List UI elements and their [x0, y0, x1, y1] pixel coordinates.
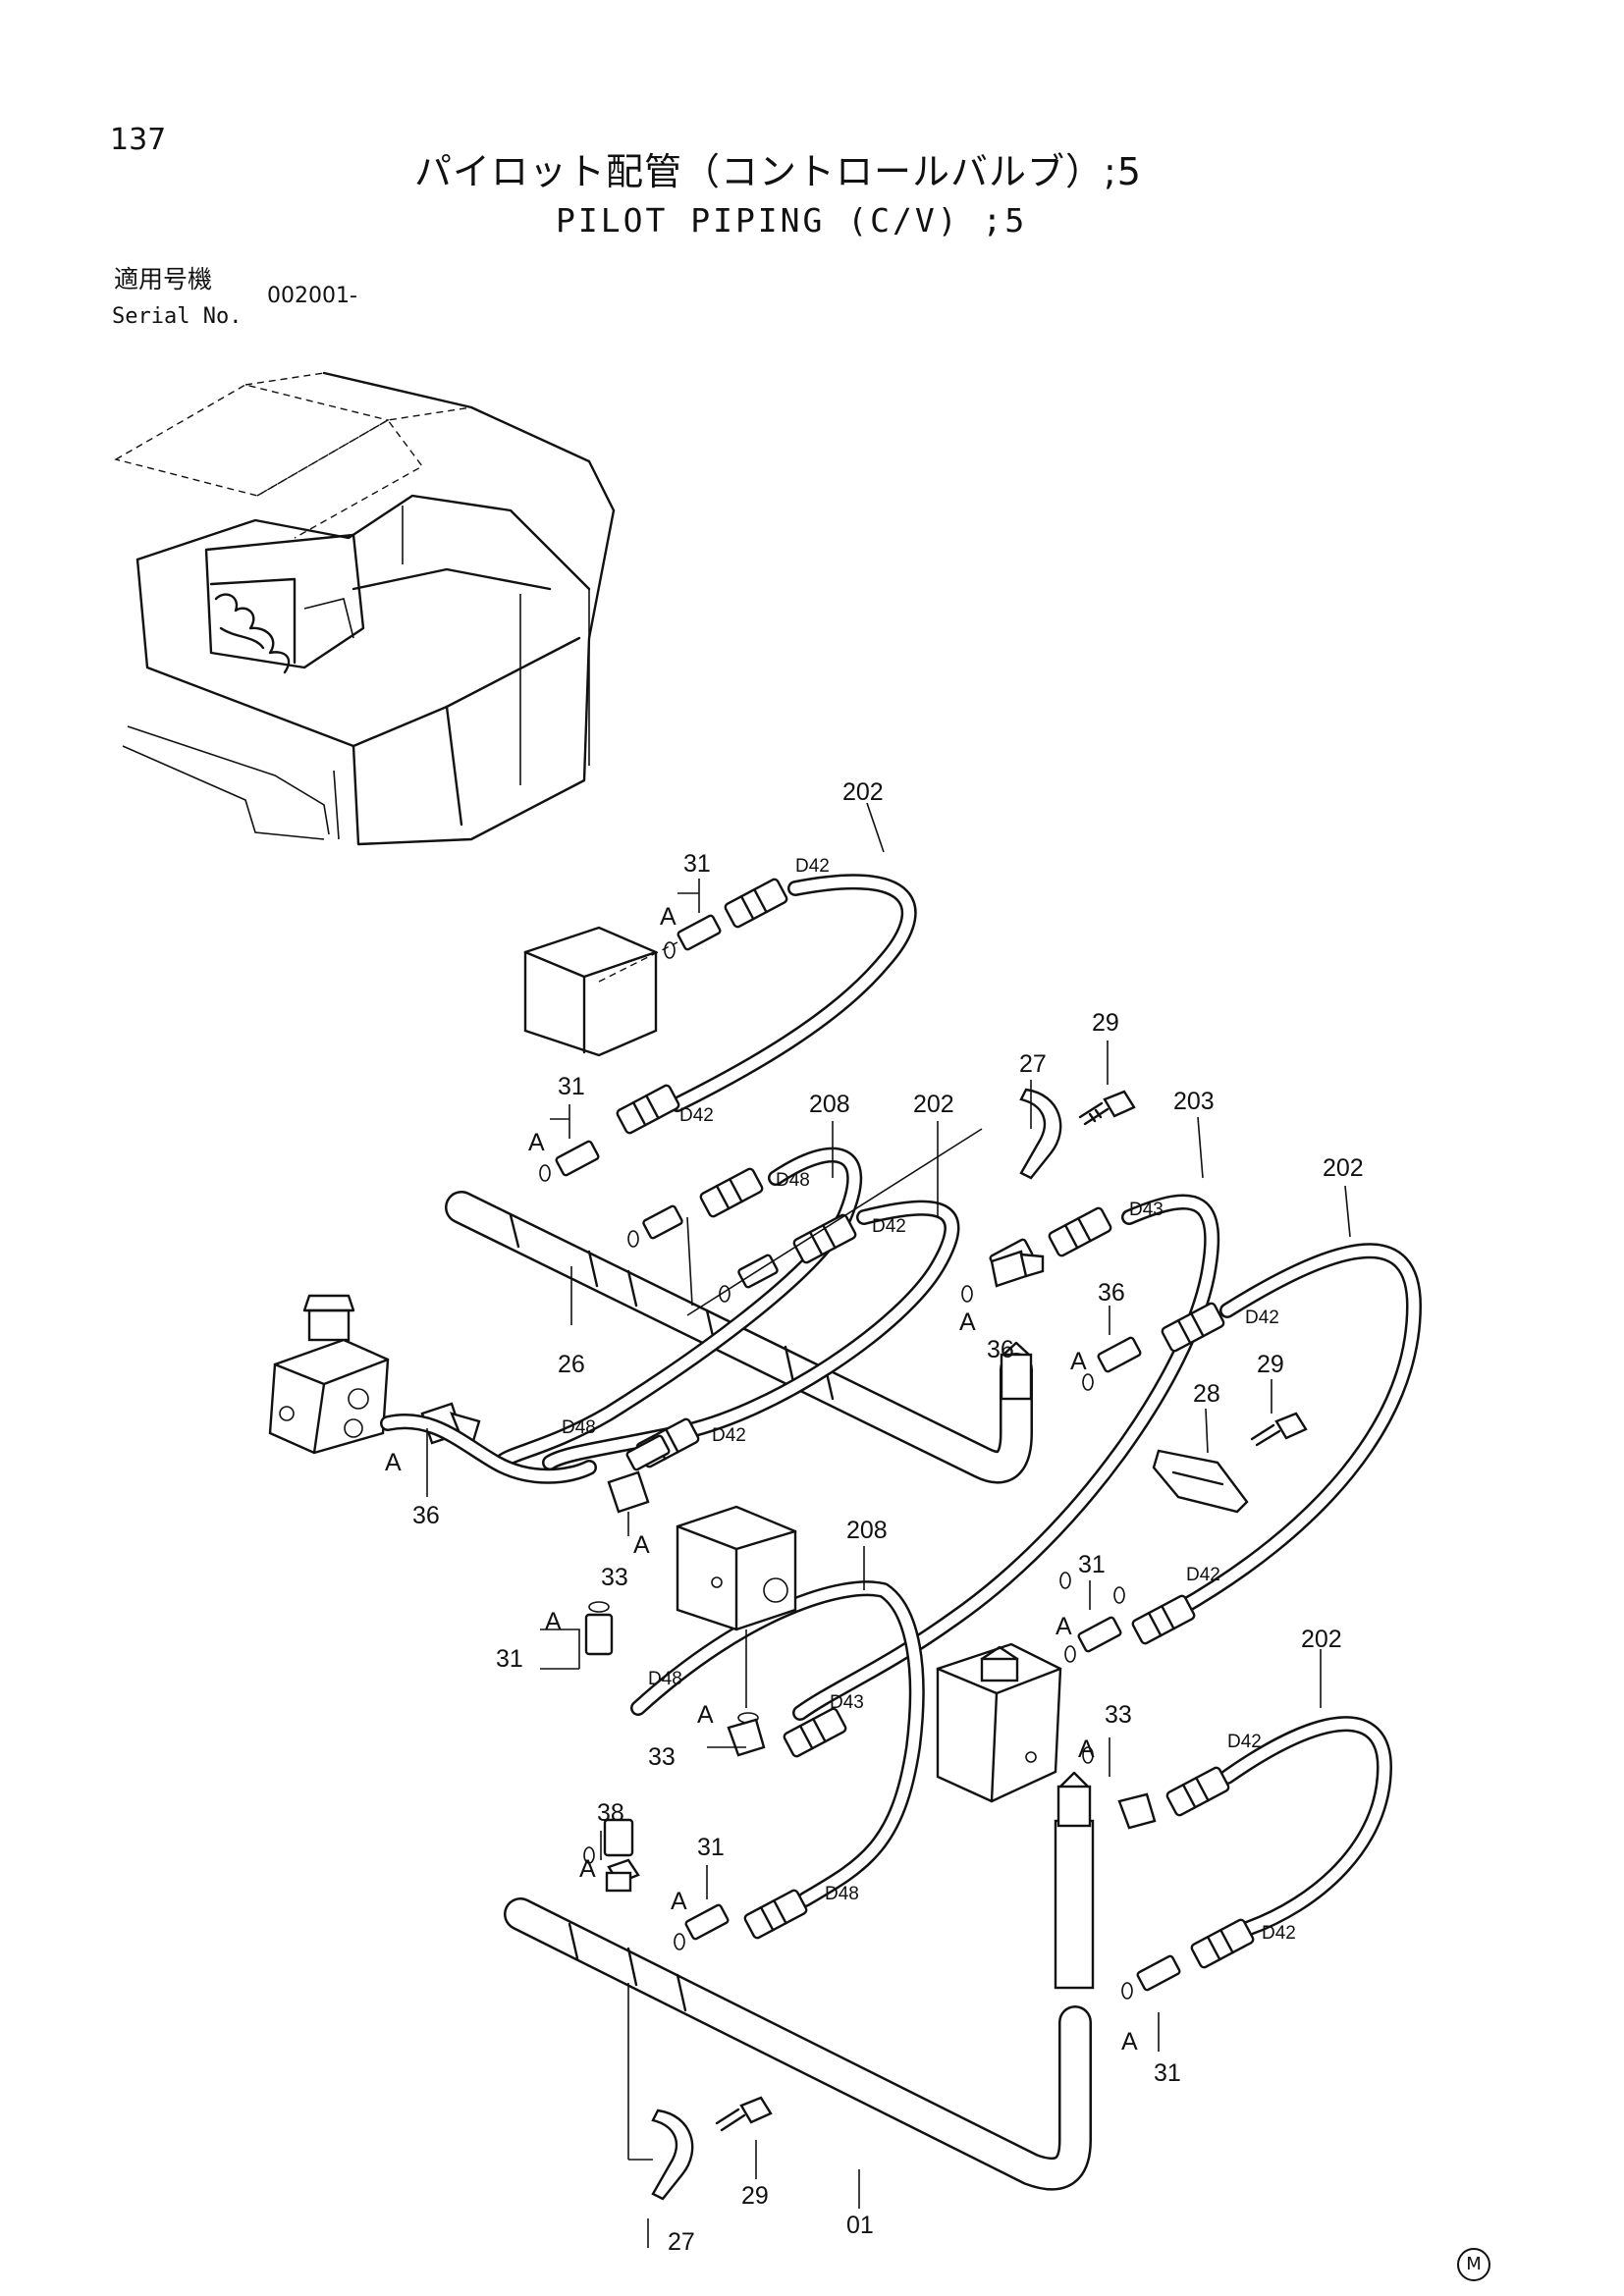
clamp-27-lower: [651, 2109, 694, 2201]
serial-number-value: 002001-: [267, 284, 357, 308]
callout-202-lower-right: 202: [1301, 1626, 1342, 1653]
bolt-29-lower: [715, 2096, 773, 2132]
page-title-japanese: パイロット配管（コントロールバルブ）;5: [414, 150, 1142, 193]
callout-31-left-lower: 31: [496, 1645, 523, 1673]
callout-29-upper: 29: [1092, 1009, 1119, 1037]
callout-29-right: 29: [1257, 1351, 1284, 1378]
callout-38: 38: [597, 1799, 624, 1827]
callout-202-right: 202: [1323, 1154, 1364, 1182]
label-d42-top: D42: [795, 856, 830, 877]
callout-26: 26: [558, 1351, 585, 1378]
valve-block-middle: [676, 1505, 797, 1631]
callout-28: 28: [1193, 1380, 1220, 1408]
callout-a-31-right: A: [1056, 1613, 1072, 1640]
callout-36-center: 36: [987, 1336, 1014, 1363]
hose-203: [792, 1194, 1220, 1721]
label-d42-right: D42: [1245, 1308, 1279, 1328]
hose-208-lower: [630, 1580, 925, 1907]
pipe-26: [445, 1191, 1033, 1484]
serial-label-english: Serial No.: [112, 304, 243, 329]
callout-a-31-bottom: A: [1121, 2028, 1138, 2056]
callout-a-top: A: [660, 903, 677, 931]
valve-left: [268, 1294, 597, 1484]
callout-27-upper: 27: [1019, 1050, 1047, 1078]
label-d43-upper: D43: [1129, 1200, 1164, 1220]
maker-mark: M: [1457, 2248, 1490, 2281]
callout-a-33: A: [633, 1531, 650, 1559]
hose-202-middle: [542, 1200, 960, 1470]
callout-36-right: 36: [1098, 1279, 1125, 1307]
valve-block-lower-right: [936, 1642, 1062, 1803]
hose-202-upper: [670, 874, 917, 1112]
label-d42-left: D42: [679, 1105, 714, 1126]
page-title-english: PILOT PIPING (C/V) ;5: [556, 201, 1028, 240]
page-number: 137: [110, 123, 167, 157]
pipe-01: [504, 1771, 1095, 2191]
label-d42-lower: D42: [1186, 1565, 1220, 1585]
callout-29-lower: 29: [741, 2182, 769, 2210]
hose-202-right: [1170, 1243, 1422, 1618]
callout-a-center: A: [959, 1308, 976, 1336]
callout-31-bottom: 31: [1154, 2059, 1181, 2087]
bolt-29-right: [1250, 1412, 1308, 1447]
hose-208-upper: [493, 1147, 863, 1470]
callout-203: 203: [1173, 1088, 1215, 1115]
clamp-28: [1152, 1449, 1249, 1514]
plug-38: [605, 1858, 640, 1893]
callout-202-top: 202: [842, 778, 884, 806]
callout-a-valve: A: [385, 1449, 402, 1476]
callout-31-top: 31: [683, 850, 711, 878]
label-d43-lower: D43: [830, 1692, 864, 1713]
callout-a-33-right: A: [1078, 1735, 1095, 1763]
callout-208-lower: 208: [846, 1517, 888, 1544]
callout-31-lower: 31: [697, 1834, 725, 1861]
callout-202-middle: 202: [913, 1091, 954, 1118]
callout-36-left: 36: [412, 1502, 440, 1529]
callout-33-right: 33: [1105, 1701, 1132, 1729]
label-d48-lower: D48: [825, 1884, 859, 1904]
callout-31-left: 31: [558, 1073, 585, 1100]
callout-33-upper: 33: [601, 1564, 628, 1591]
label-d42-bottom: D42: [1262, 1923, 1296, 1944]
maker-mark-letter: M: [1466, 2254, 1482, 2274]
label-d48-middle: D48: [648, 1669, 682, 1689]
callout-labels: 202 31 A D42 29 27 31 A D42 208 202 203 …: [385, 778, 1364, 2256]
label-d42-center: D42: [712, 1425, 746, 1446]
callout-a-left: A: [528, 1129, 545, 1156]
label-d42-middle: D42: [872, 1216, 906, 1237]
serial-label-japanese: 適用号機: [114, 265, 213, 294]
callout-a-right: A: [1070, 1348, 1087, 1375]
bolt-29-upper: [1078, 1090, 1136, 1126]
callout-a-38: A: [579, 1855, 596, 1883]
callout-208-upper: 208: [809, 1091, 850, 1118]
callout-a-31-lower: A: [671, 1888, 687, 1915]
callout-33-lower: 33: [648, 1743, 676, 1771]
callout-31-right: 31: [1078, 1551, 1106, 1578]
label-d48-upper: D48: [776, 1170, 810, 1191]
leader-lines: [426, 802, 1351, 2248]
callout-27-lower: 27: [668, 2228, 695, 2256]
label-d42-bottom-right: D42: [1227, 1732, 1262, 1752]
callout-a-31-left: A: [545, 1608, 562, 1635]
hose-202-lower-right: [1219, 1716, 1392, 1937]
callout-01: 01: [846, 2212, 874, 2239]
valve-block-upper: [523, 926, 678, 1057]
label-d48-left: D48: [562, 1417, 596, 1438]
callout-a-33-lower: A: [697, 1701, 714, 1729]
machine-overview-illustration: [114, 371, 616, 846]
clamp-27-upper: [1019, 1088, 1062, 1180]
